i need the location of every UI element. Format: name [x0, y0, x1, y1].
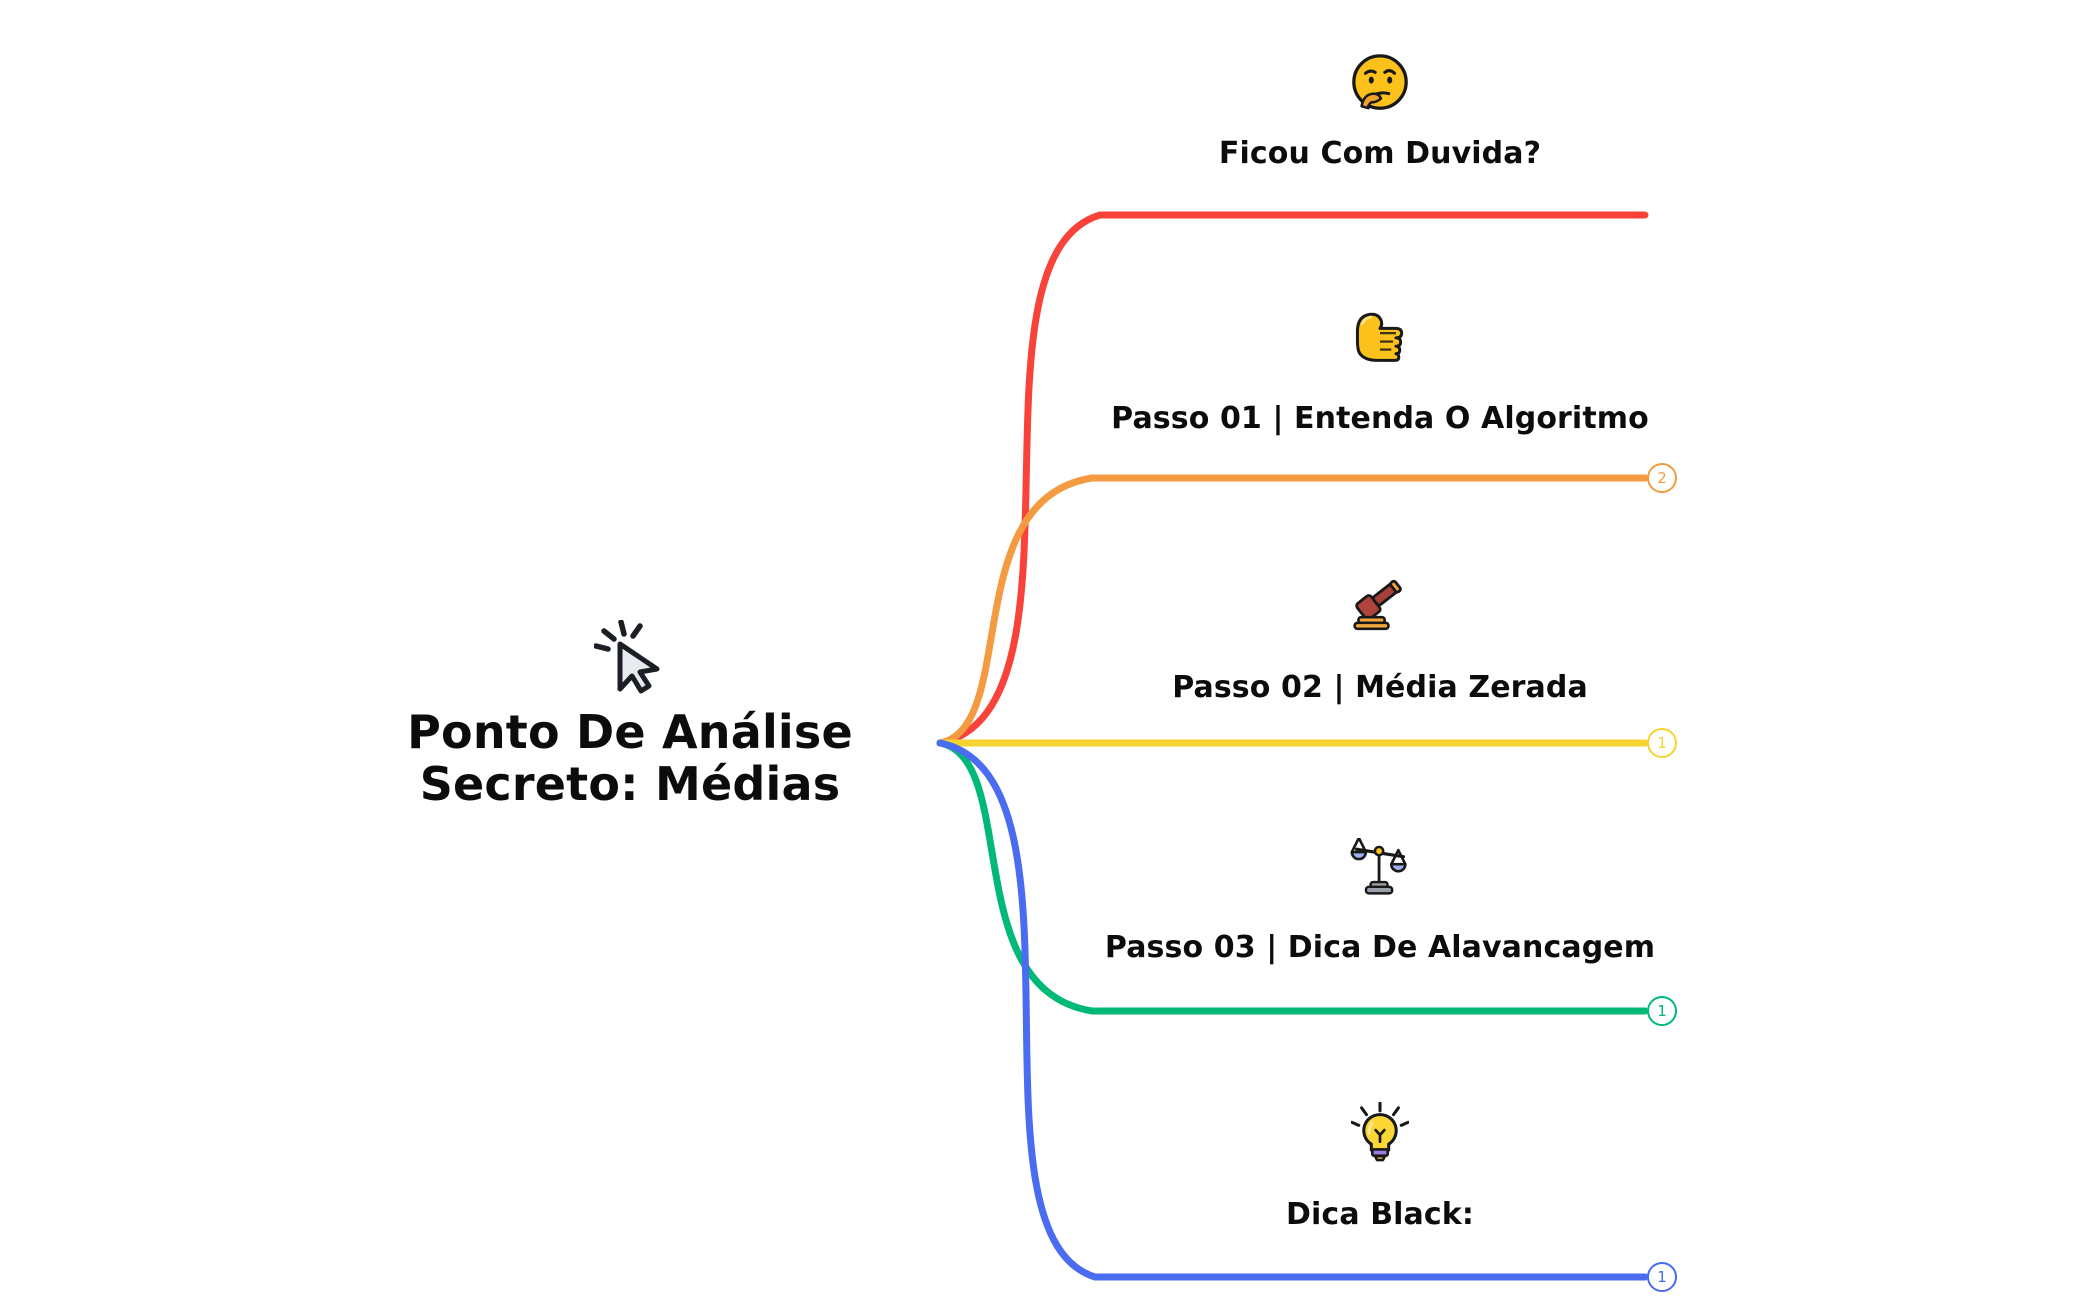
root-title-line-2: Secreto: Médias	[419, 757, 841, 812]
branch-count-badge[interactable]: 2	[1647, 463, 1677, 493]
thinking-face-icon	[1000, 52, 1760, 118]
gavel-icon	[1000, 575, 1760, 641]
branch-label: Dica Black:	[1286, 1197, 1474, 1232]
branch-label: Passo 03 | Dica De Alavancagem	[1104, 930, 1656, 965]
balance-scale-icon	[1000, 838, 1760, 904]
branch-count-badge[interactable]: 1	[1647, 728, 1677, 758]
branch-count-badge[interactable]: 1	[1647, 996, 1677, 1026]
branch-count-badge[interactable]: 1	[1647, 1262, 1677, 1292]
branch-passo-01-entenda-o-algoritmo[interactable]: Passo 01 | Entenda O Algoritmo	[1000, 307, 1760, 436]
root-node[interactable]: Ponto De Análise Secreto: Médias	[380, 620, 880, 811]
branch-passo-02-media-zerada[interactable]: Passo 02 | Média Zerada	[1000, 575, 1760, 705]
branch-dica-black[interactable]: Dica Black:	[1000, 1102, 1760, 1232]
light-bulb-icon	[1000, 1102, 1760, 1168]
root-title-line-1: Ponto De Análise	[407, 705, 853, 759]
pointing-right-icon	[1000, 307, 1760, 373]
branch-label: Passo 01 | Entenda O Algoritmo	[1111, 401, 1649, 436]
branch-ficou-com-duvida[interactable]: Ficou Com Duvida?	[1000, 52, 1760, 171]
branch-label: Passo 02 | Média Zerada	[1172, 670, 1588, 705]
branch-label: Ficou Com Duvida?	[1218, 136, 1542, 171]
cursor-click-icon	[380, 620, 880, 700]
root-title: Ponto De Análise Secreto: Médias	[380, 706, 880, 811]
branch-passo-03-dica-de-alavancagem[interactable]: Passo 03 | Dica De Alavancagem	[1000, 838, 1760, 965]
